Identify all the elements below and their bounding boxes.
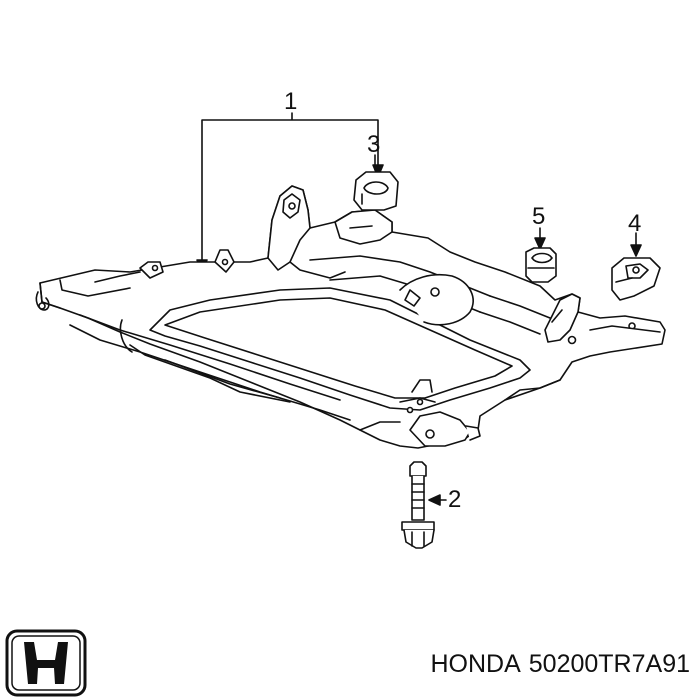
left-bracket-tab — [140, 250, 234, 278]
right-tower — [545, 294, 660, 344]
callout-label-2: 2 — [448, 486, 462, 513]
callout-4-leader — [631, 233, 641, 256]
bushing-5 — [526, 248, 556, 282]
bushing-3 — [354, 172, 398, 210]
callout-label-3: 3 — [367, 131, 381, 158]
front-right-corner — [400, 380, 480, 446]
left-mount-end — [36, 272, 140, 310]
subframe-ribs — [360, 296, 560, 430]
h-mark-icon — [24, 642, 68, 684]
bolt-2 — [402, 462, 434, 548]
front-crossmember — [70, 315, 350, 420]
callout-label-5: 5 — [532, 203, 546, 230]
bushing-4 — [612, 258, 660, 300]
callout-5-leader — [535, 228, 545, 249]
rear-crossmember — [310, 210, 490, 325]
callout-label-4: 4 — [628, 210, 642, 237]
left-tower — [268, 186, 345, 278]
callout-label-1: 1 — [284, 88, 298, 115]
callout-2-leader — [429, 495, 446, 505]
part-number: 50200TR7A91 — [528, 650, 690, 678]
brand-name: HONDA — [430, 650, 521, 678]
honda-logo — [7, 631, 85, 695]
